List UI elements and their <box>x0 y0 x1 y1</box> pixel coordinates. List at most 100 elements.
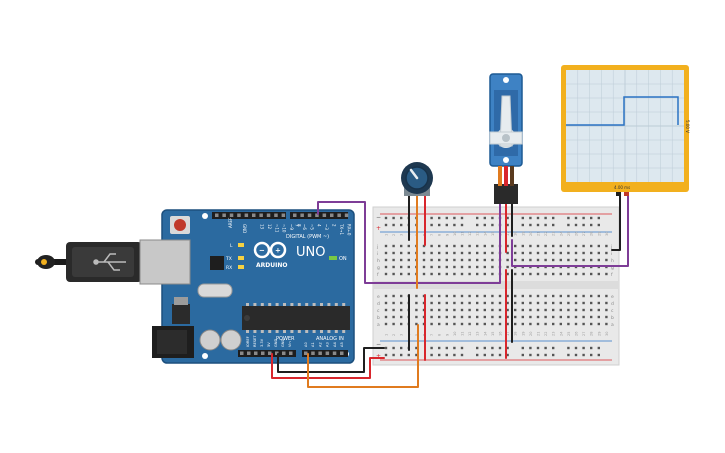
breadboard-hole[interactable] <box>392 272 395 276</box>
breadboard-hole[interactable] <box>430 223 433 227</box>
breadboard-hole[interactable] <box>605 244 608 248</box>
breadboard-hole[interactable] <box>476 251 479 255</box>
breadboard-hole[interactable] <box>453 346 456 350</box>
breadboard-hole[interactable] <box>483 322 486 326</box>
breadboard-hole[interactable] <box>529 346 532 350</box>
breadboard-hole[interactable] <box>453 258 456 262</box>
breadboard-hole[interactable] <box>392 315 395 319</box>
breadboard-hole[interactable] <box>453 353 456 357</box>
breadboard-hole[interactable] <box>468 272 471 276</box>
breadboard-hole[interactable] <box>544 272 547 276</box>
breadboard-hole[interactable] <box>384 346 388 350</box>
breadboard-hole[interactable] <box>552 216 555 220</box>
breadboard-hole[interactable] <box>567 216 570 220</box>
breadboard-hole[interactable] <box>567 301 570 305</box>
breadboard-hole[interactable] <box>400 322 403 326</box>
breadboard-hole[interactable] <box>544 244 547 248</box>
breadboard-hole[interactable] <box>400 265 403 269</box>
breadboard-hole[interactable] <box>506 322 509 326</box>
breadboard-hole[interactable] <box>460 353 464 357</box>
breadboard-hole[interactable] <box>506 251 509 255</box>
breadboard-hole[interactable] <box>468 322 471 326</box>
breadboard-hole[interactable] <box>582 251 585 255</box>
breadboard-hole[interactable] <box>476 308 479 312</box>
wire-orange-a0[interactable] <box>307 324 419 388</box>
breadboard-hole[interactable] <box>590 315 593 319</box>
breadboard-hole[interactable] <box>552 223 555 227</box>
breadboard-hole[interactable] <box>445 265 448 269</box>
breadboard-hole[interactable] <box>476 216 479 220</box>
breadboard-hole[interactable] <box>415 308 418 312</box>
breadboard-hole[interactable] <box>590 353 593 357</box>
breadboard-hole[interactable] <box>521 315 524 319</box>
breadboard-hole[interactable] <box>514 322 517 326</box>
wires[interactable] <box>271 193 629 388</box>
breadboard-hole[interactable] <box>506 223 509 227</box>
breadboard-hole[interactable] <box>559 251 562 255</box>
breadboard-hole[interactable] <box>392 301 395 305</box>
breadboard-hole[interactable] <box>536 244 540 248</box>
breadboard-hole[interactable] <box>384 315 388 319</box>
wire-purple-signal[interactable] <box>317 195 501 284</box>
breadboard-hole[interactable] <box>506 353 509 357</box>
breadboard-hole[interactable] <box>574 258 578 262</box>
breadboard-hole[interactable] <box>567 294 570 298</box>
breadboard-hole[interactable] <box>430 272 433 276</box>
breadboard-hole[interactable] <box>506 308 509 312</box>
breadboard-hole[interactable] <box>400 258 403 262</box>
breadboard-hole[interactable] <box>491 353 494 357</box>
breadboard-hole[interactable] <box>460 216 464 220</box>
breadboard-hole[interactable] <box>384 294 388 298</box>
breadboard-hole[interactable] <box>460 294 464 298</box>
breadboard-hole[interactable] <box>491 301 494 305</box>
breadboard-hole[interactable] <box>552 272 555 276</box>
breadboard-hole[interactable] <box>476 353 479 357</box>
breadboard-hole[interactable] <box>438 315 441 319</box>
breadboard-hole[interactable] <box>605 272 608 276</box>
breadboard-hole[interactable] <box>597 315 600 319</box>
breadboard-hole[interactable] <box>392 294 395 298</box>
breadboard-hole[interactable] <box>498 346 502 350</box>
breadboard-hole[interactable] <box>597 301 600 305</box>
breadboard-hole[interactable] <box>597 322 600 326</box>
breadboard-hole[interactable] <box>590 294 593 298</box>
breadboard-hole[interactable] <box>438 251 441 255</box>
breadboard-hole[interactable] <box>514 308 517 312</box>
breadboard-hole[interactable] <box>536 353 540 357</box>
breadboard-hole[interactable] <box>597 216 600 220</box>
breadboard-hole[interactable] <box>574 294 578 298</box>
potentiometer[interactable] <box>401 162 433 196</box>
breadboard-hole[interactable] <box>582 272 585 276</box>
breadboard-hole[interactable] <box>544 315 547 319</box>
breadboard-hole[interactable] <box>506 272 509 276</box>
breadboard-hole[interactable] <box>559 308 562 312</box>
breadboard-hole[interactable] <box>483 272 486 276</box>
breadboard-hole[interactable] <box>552 301 555 305</box>
breadboard-hole[interactable] <box>445 294 448 298</box>
breadboard-hole[interactable] <box>498 301 502 305</box>
breadboard-hole[interactable] <box>400 272 403 276</box>
breadboard-hole[interactable] <box>574 308 578 312</box>
breadboard-hole[interactable] <box>430 315 433 319</box>
breadboard-hole[interactable] <box>392 244 395 248</box>
breadboard-hole[interactable] <box>574 315 578 319</box>
breadboard-hole[interactable] <box>407 251 410 255</box>
breadboard-hole[interactable] <box>536 258 540 262</box>
breadboard-hole[interactable] <box>445 308 448 312</box>
breadboard-hole[interactable] <box>392 223 395 227</box>
breadboard-hole[interactable] <box>384 244 388 248</box>
breadboard-hole[interactable] <box>384 216 388 220</box>
breadboard-hole[interactable] <box>476 258 479 262</box>
breadboard-hole[interactable] <box>453 216 456 220</box>
breadboard-hole[interactable] <box>582 353 585 357</box>
breadboard-hole[interactable] <box>590 322 593 326</box>
breadboard-hole[interactable] <box>407 244 410 248</box>
breadboard-hole[interactable] <box>407 353 410 357</box>
breadboard-hole[interactable] <box>544 308 547 312</box>
breadboard-hole[interactable] <box>460 315 464 319</box>
breadboard-hole[interactable] <box>567 353 570 357</box>
breadboard-hole[interactable] <box>590 346 593 350</box>
breadboard-hole[interactable] <box>468 294 471 298</box>
breadboard-hole[interactable] <box>559 294 562 298</box>
